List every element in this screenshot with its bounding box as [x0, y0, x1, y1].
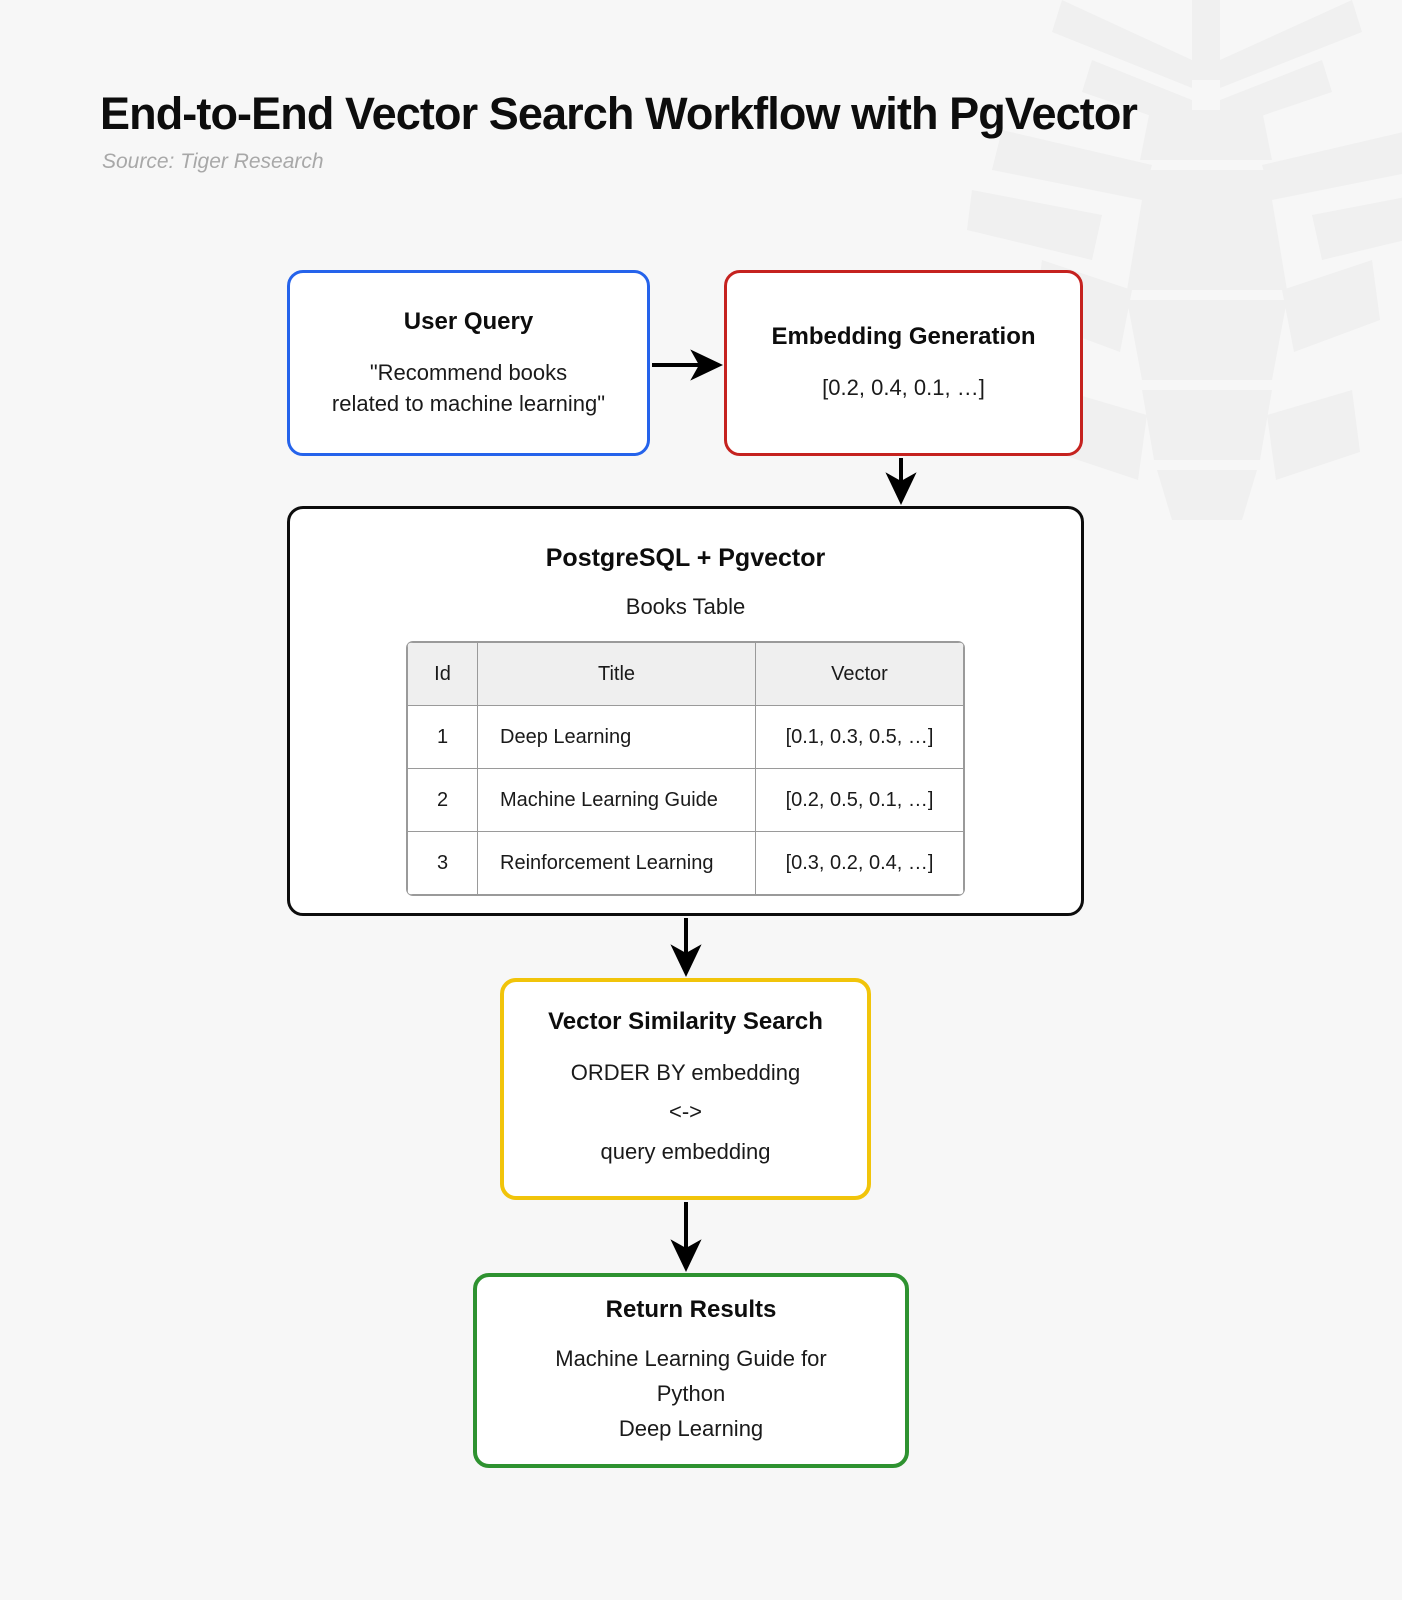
postgres-title: PostgreSQL + Pgvector [545, 544, 826, 572]
similarity-line-3: query embedding [600, 1138, 771, 1164]
cell-id: 2 [407, 768, 478, 833]
table-row: 2 Machine Learning Guide [0.2, 0.5, 0.1,… [407, 768, 964, 833]
cell-title: Reinforcement Learning [477, 831, 756, 896]
table-header-row: Id Title Vector [407, 642, 964, 707]
cell-id: 3 [407, 831, 478, 896]
similarity-line-2: <-> [668, 1099, 703, 1125]
cell-vector: [0.3, 0.2, 0.4, …] [755, 831, 964, 896]
page-title: End-to-End Vector Search Workflow with P… [100, 88, 1138, 139]
embedding-vector: [0.2, 0.4, 0.1, …] [822, 375, 985, 401]
results-line-3: Deep Learning [618, 1416, 764, 1442]
results-line-1: Machine Learning Guide for [555, 1345, 827, 1371]
node-postgresql-pgvector[interactable]: PostgreSQL + Pgvector Books Table Id Tit… [287, 506, 1084, 916]
user-query-line-2: related to machine learning" [331, 391, 606, 416]
column-header-vector: Vector [755, 642, 964, 707]
results-title: Return Results [605, 1295, 777, 1323]
embedding-title: Embedding Generation [771, 323, 1036, 351]
page-header: End-to-End Vector Search Workflow with P… [100, 88, 1138, 173]
node-embedding-generation[interactable]: Embedding Generation [0.2, 0.4, 0.1, …] [724, 270, 1083, 456]
similarity-title: Vector Similarity Search [548, 1008, 823, 1036]
user-query-line-1: "Recommend books [369, 359, 568, 385]
column-header-id: Id [407, 642, 478, 707]
user-query-title: User Query [403, 307, 534, 335]
cell-id: 1 [407, 705, 478, 770]
books-table: Id Title Vector 1 Deep Learning [0.1, 0.… [407, 642, 964, 896]
cell-vector: [0.2, 0.5, 0.1, …] [755, 768, 964, 833]
page-subtitle: Source: Tiger Research [102, 149, 324, 173]
node-user-query[interactable]: User Query "Recommend books related to m… [287, 270, 650, 456]
cell-title: Machine Learning Guide [477, 768, 756, 833]
table-row: 1 Deep Learning [0.1, 0.3, 0.5, …] [407, 705, 964, 770]
table-row: 3 Reinforcement Learning [0.3, 0.2, 0.4,… [407, 831, 964, 896]
cell-vector: [0.1, 0.3, 0.5, …] [755, 705, 964, 770]
postgres-subtitle: Books Table [625, 594, 746, 620]
results-line-2: Python [656, 1380, 726, 1406]
node-return-results[interactable]: Return Results Machine Learning Guide fo… [473, 1273, 909, 1468]
node-vector-similarity-search[interactable]: Vector Similarity Search ORDER BY embedd… [500, 978, 871, 1200]
similarity-line-1: ORDER BY embedding [570, 1060, 801, 1086]
column-header-title: Title [477, 642, 756, 707]
cell-title: Deep Learning [477, 705, 756, 770]
